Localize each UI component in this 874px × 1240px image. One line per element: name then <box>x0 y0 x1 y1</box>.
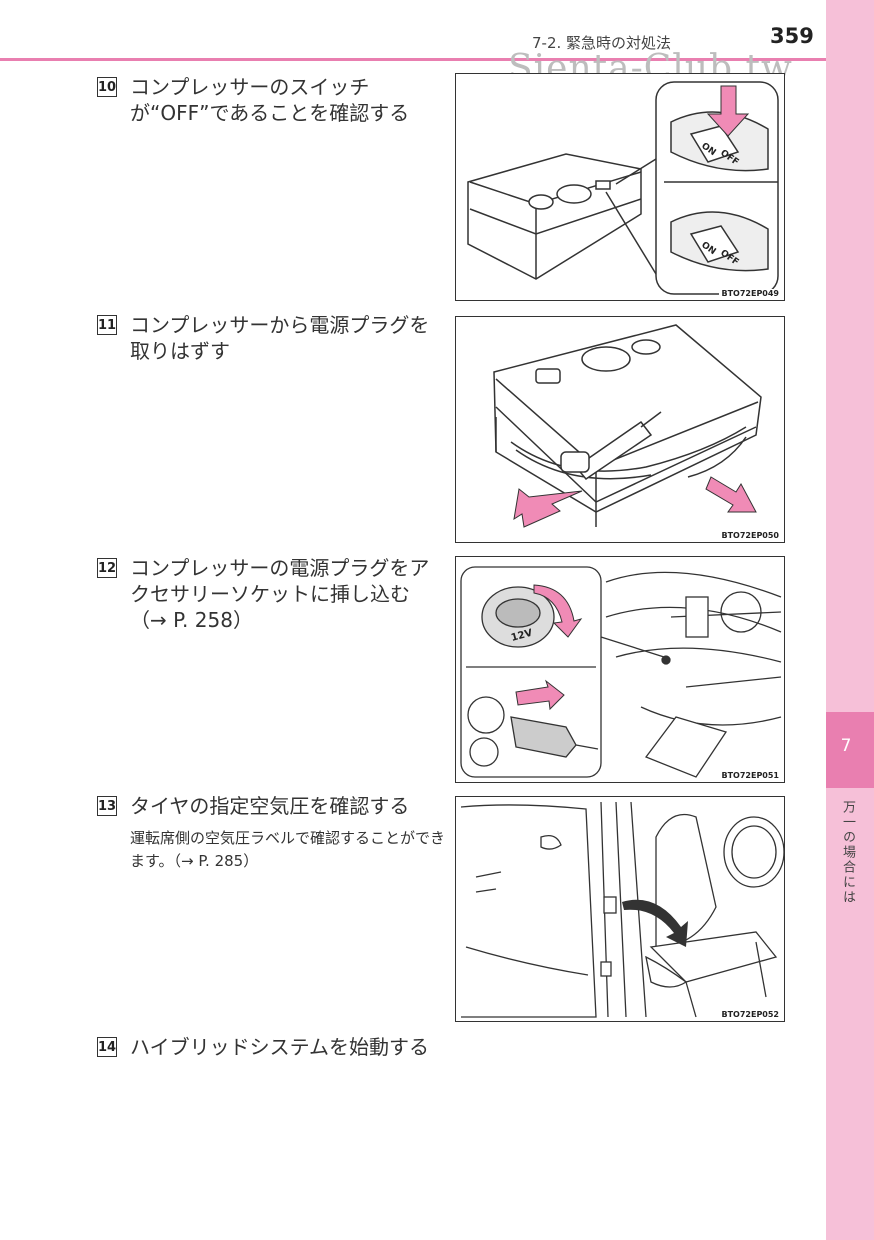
step-14: 14 ハイブリッドシステムを始動する <box>97 1034 447 1068</box>
step-number: 10 <box>97 77 117 97</box>
step-text: コンプレッサーから電源プラグを取りはずす <box>130 313 430 363</box>
step-10: 10 コンプレッサーのスイッチが“OFF”であることを確認する <box>97 74 447 134</box>
figure-code: BTO72EP052 <box>719 1010 781 1019</box>
page-number: 359 <box>770 24 814 48</box>
section-title: 7-2. 緊急時の対処法 <box>532 34 672 52</box>
figure-code: BTO72EP049 <box>719 289 781 298</box>
step-number: 14 <box>97 1037 117 1057</box>
figure-remove-plug: BTO72EP050 <box>455 316 785 543</box>
step-text: コンプレッサーの電源プラグをアクセサリーソケットに挿し込む（→ P. 258） <box>130 556 430 632</box>
chapter-number: 7 <box>840 736 852 756</box>
step-number: 12 <box>97 558 117 578</box>
step-text: タイヤの指定空気圧を確認する <box>130 794 410 818</box>
step-text: コンプレッサーのスイッチが“OFF”であることを確認する <box>130 75 410 125</box>
insert-plug-illustration: 12V <box>460 566 782 778</box>
header-rule <box>0 58 826 61</box>
step-note: 運転席側の空気圧ラベルで確認することができます。（→ P. 285） <box>130 829 446 870</box>
compressor-switch-illustration: ON OFF ON OFF <box>467 81 779 295</box>
step-11: 11 コンプレッサーから電源プラグを取りはずす <box>97 312 447 372</box>
step-text: ハイブリッドシステムを始動する <box>130 1035 429 1059</box>
figure-code: BTO72EP050 <box>719 531 781 540</box>
step-13: 13 タイヤの指定空気圧を確認する 運転席側の空気圧ラベルで確認することができま… <box>97 793 447 893</box>
chapter-sidebar <box>826 0 874 1240</box>
remove-plug-illustration <box>493 324 762 528</box>
figure-code: BTO72EP051 <box>719 771 781 780</box>
step-12: 12 コンプレッサーの電源プラグをアクセサリーソケットに挿し込む（→ P. 25… <box>97 555 447 639</box>
socket-voltage-label: 12V <box>510 628 534 644</box>
chapter-label: 万一の場合には <box>840 800 855 905</box>
figure-insert-plug: 12V BTO72EP051 <box>455 556 785 783</box>
pressure-label-illustration <box>460 801 784 1018</box>
chapter-tab[interactable]: 7 <box>826 712 874 788</box>
figure-compressor-switch: ON OFF ON OFF BTO72EP049 <box>455 73 785 301</box>
step-number: 13 <box>97 796 117 816</box>
figure-pressure-label: BTO72EP052 <box>455 796 785 1022</box>
step-number: 11 <box>97 315 117 335</box>
